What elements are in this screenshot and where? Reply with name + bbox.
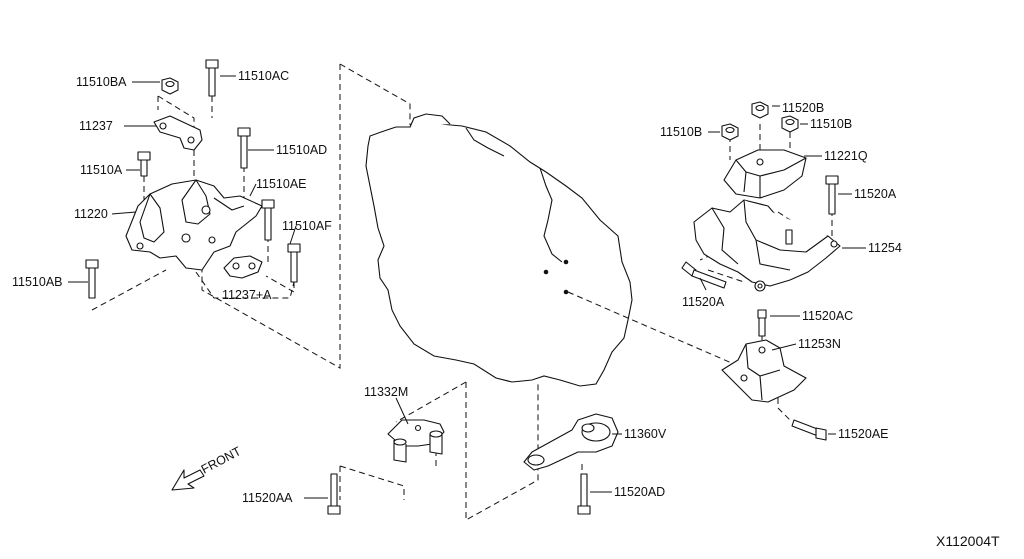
label-11510AC: 11510AC [238, 69, 289, 83]
stud-11520AC [757, 309, 767, 337]
bracket-11237 [153, 115, 203, 151]
right-engine-mount-assembly [681, 101, 841, 441]
label-11510A: 11510A [80, 163, 123, 177]
label-11520AA: 11520AA [242, 491, 293, 505]
bolt-11520A-lower [681, 261, 727, 289]
label-11510B-left: 11510B [660, 125, 702, 139]
label-11510AD: 11510AD [276, 143, 327, 157]
label-11520A-lower: 11520A [682, 295, 725, 309]
bolt-11520AD [577, 473, 591, 515]
label-11510AE: 11510AE [256, 177, 307, 191]
label-11237: 11237 [79, 119, 113, 133]
label-11237A: 11237+A [222, 288, 272, 302]
nut-11510B-right [781, 115, 799, 133]
label-11520AE: 11520AE [838, 427, 889, 441]
label-11520B: 11520B [782, 101, 824, 115]
bolt-hole [563, 289, 569, 295]
bracket-11237A [223, 255, 263, 279]
label-11220: 11220 [74, 207, 108, 221]
label-11332M: 11332M [364, 385, 408, 399]
part-labels: 11510BA 11510AC 11237 11510AD 11510A 115… [12, 69, 1000, 549]
leader-lines [68, 75, 866, 499]
label-11520AD: 11520AD [614, 485, 665, 499]
front-direction-arrow: FRONT [171, 444, 244, 491]
label-11520AC: 11520AC [802, 309, 853, 323]
bolt-hole [563, 259, 569, 265]
rear-engine-mount-assembly [327, 413, 619, 515]
label-11510AB: 11510AB [12, 275, 63, 289]
bolt-11510AE [261, 199, 275, 241]
bolt-11510AB [85, 259, 99, 299]
bolt-11510AC [205, 59, 219, 97]
bolt-hole [543, 269, 549, 275]
nut-11510B-left [721, 123, 739, 141]
label-11510B-right: 11510B [810, 117, 852, 131]
label-11254: 11254 [868, 241, 902, 255]
front-direction-label: FRONT [199, 444, 244, 477]
bolt-11520AA [327, 473, 341, 515]
left-engine-mount-assembly [85, 59, 301, 299]
bolt-11520A-upper [825, 175, 839, 215]
engine-block [365, 113, 633, 387]
drawing-code: X112004T [936, 533, 1000, 549]
label-11510AF: 11510AF [282, 219, 332, 233]
bolt-11520AE [791, 419, 827, 441]
label-11520A-upper: 11520A [854, 187, 897, 201]
nut-11520B [751, 101, 769, 119]
bolt-11510A [137, 151, 151, 177]
label-11360V: 11360V [624, 427, 667, 441]
bolt-11510AD [237, 127, 251, 169]
label-11253N: 11253N [798, 337, 841, 351]
label-11221Q: 11221Q [824, 149, 868, 163]
bolt-11510AF [287, 243, 301, 283]
label-11510BA: 11510BA [76, 75, 127, 89]
